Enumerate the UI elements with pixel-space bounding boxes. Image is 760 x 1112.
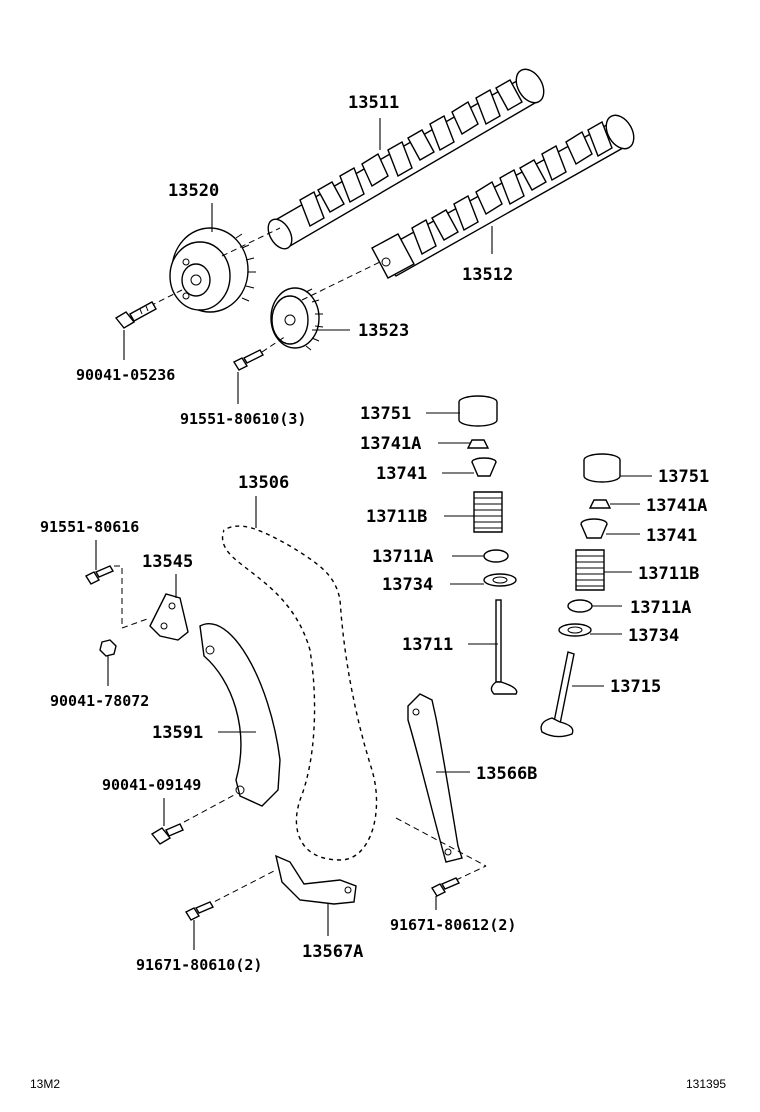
label-90041-05236: 90041-05236 xyxy=(76,366,175,384)
label-13741-a: 13741 xyxy=(376,464,427,484)
footer-left-code: 13M2 xyxy=(30,1077,60,1091)
valve-lifter-13751-b[interactable] xyxy=(583,453,621,483)
valve-seal-13711A-a[interactable] xyxy=(483,549,509,563)
bolt-91551-80616[interactable] xyxy=(84,565,115,585)
spring-retainer-13741-b[interactable] xyxy=(580,518,608,539)
label-90041-78072: 90041-78072 xyxy=(50,692,149,710)
tensioner-bracket-13545[interactable] xyxy=(149,593,189,641)
valve-seal-13711A-b[interactable] xyxy=(567,599,593,613)
label-13511: 13511 xyxy=(348,93,399,113)
label-13512: 13512 xyxy=(462,265,513,285)
camshaft-13512[interactable] xyxy=(371,110,639,279)
bolt-91671-80612[interactable] xyxy=(430,877,461,897)
label-13520: 13520 xyxy=(168,181,219,201)
label-13711A-b: 13711A xyxy=(630,598,691,618)
bolt-90041-09149[interactable] xyxy=(150,823,184,845)
label-91551-80616: 91551-80616 xyxy=(40,518,139,536)
bolt-91671-80610[interactable] xyxy=(184,901,215,921)
intake-valve-13711[interactable] xyxy=(490,599,518,695)
label-13751-a: 13751 xyxy=(360,404,411,424)
label-13566B: 13566B xyxy=(476,764,537,784)
alignment-line xyxy=(261,335,287,353)
alignment-line xyxy=(183,793,237,823)
bolt-91551-80610[interactable] xyxy=(232,349,264,371)
spring-seat-13734-a[interactable] xyxy=(483,573,517,587)
valve-keeper-13741A-b[interactable] xyxy=(588,499,612,509)
label-13715: 13715 xyxy=(610,677,661,697)
label-91671-80612: 91671-80612(2) xyxy=(390,916,516,934)
alignment-line xyxy=(205,869,277,907)
label-13711B-b: 13711B xyxy=(638,564,699,584)
alignment-line xyxy=(221,227,281,257)
alignment-line xyxy=(395,817,487,867)
label-13741-b: 13741 xyxy=(646,526,697,546)
spring-retainer-13741-a[interactable] xyxy=(471,457,497,477)
label-13711A-a: 13711A xyxy=(372,547,433,567)
label-13734-a: 13734 xyxy=(382,575,433,595)
valve-keeper-13741A-a[interactable] xyxy=(466,439,490,449)
label-13506: 13506 xyxy=(238,473,289,493)
footer-right-code: 131395 xyxy=(686,1077,726,1091)
chain-damper-13567A[interactable] xyxy=(275,854,357,905)
label-91671-80610: 91671-80610(2) xyxy=(136,956,262,974)
label-90041-09149: 90041-09149 xyxy=(102,776,201,794)
label-91551-80610: 91551-80610(3) xyxy=(180,410,306,428)
vvt-gear-13520[interactable] xyxy=(169,227,256,313)
alignment-line xyxy=(301,261,381,301)
spring-seat-13734-b[interactable] xyxy=(558,623,592,637)
alignment-line xyxy=(114,565,151,629)
label-13741A-b: 13741A xyxy=(646,496,707,516)
exhaust-valve-13715[interactable] xyxy=(540,651,575,738)
leader-lines xyxy=(95,118,652,950)
label-13734-b: 13734 xyxy=(628,626,679,646)
camshaft-13511[interactable] xyxy=(263,64,549,252)
label-13711: 13711 xyxy=(402,635,453,655)
label-13751-b: 13751 xyxy=(658,467,709,487)
label-13711B-a: 13711B xyxy=(366,507,427,527)
sprocket-13523[interactable] xyxy=(270,287,324,351)
valve-lifter-13751-a[interactable] xyxy=(458,395,498,427)
label-13741A-a: 13741A xyxy=(360,434,421,454)
valve-spring-13711B-a[interactable] xyxy=(473,491,503,533)
chain-guide-13566B[interactable] xyxy=(407,693,463,863)
label-13523: 13523 xyxy=(358,321,409,341)
label-13567A: 13567A xyxy=(302,942,363,962)
alignment-line xyxy=(149,289,183,307)
bolt-90041-05236[interactable] xyxy=(114,301,157,329)
label-13591: 13591 xyxy=(152,723,203,743)
chain-guide-13591[interactable] xyxy=(199,623,281,807)
timing-chain-13506[interactable] xyxy=(219,523,380,864)
valve-spring-13711B-b[interactable] xyxy=(575,549,605,591)
label-13545: 13545 xyxy=(142,552,193,572)
alignment-line xyxy=(455,865,487,881)
nut-90041-78072[interactable] xyxy=(99,639,117,657)
